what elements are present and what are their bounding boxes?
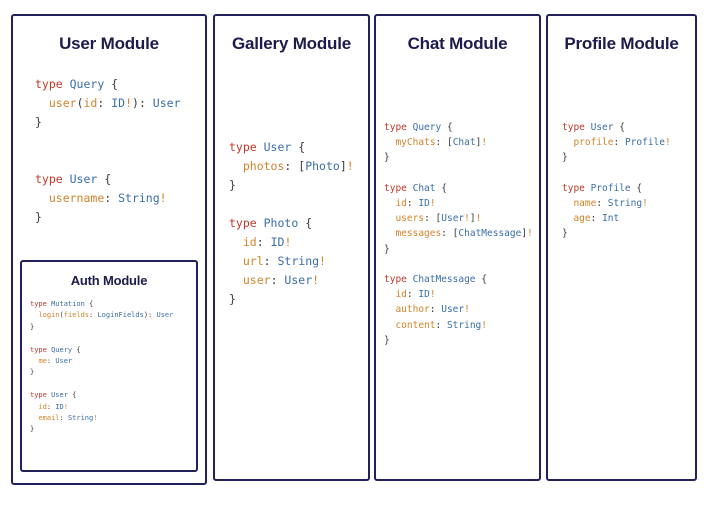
module-title-chat: Chat Module [407, 34, 508, 53]
code-line: author: User! [395, 304, 470, 316]
code-line: type User { [562, 122, 625, 133]
schema-code-user: type Query { user(id: ID!): User} type U… [13, 54, 205, 227]
schema-code-chat: type Query { myChats: [Chat]!} type Chat… [376, 54, 539, 348]
code-line [562, 166, 695, 181]
code-line: age: Int [573, 213, 620, 225]
code-line: type Query { [30, 345, 81, 354]
code-line [384, 166, 539, 181]
code-line: id: ID! [395, 289, 436, 301]
code-line: } [562, 152, 568, 164]
code-line: } [384, 152, 390, 164]
code-line: login(fields: LoginFields): User [38, 311, 174, 320]
code-line: content: String! [395, 319, 488, 331]
code-line: type User { [229, 140, 306, 154]
code-line [30, 333, 196, 344]
code-line: } [30, 425, 35, 434]
code-line: } [35, 115, 42, 129]
module-panel-gallery: Gallery Module type User { photos: [Phot… [213, 14, 370, 481]
module-title-user: User Module [59, 34, 159, 53]
code-line: type Profile { [562, 182, 643, 194]
code-line: messages: [ChatMessage]! [395, 228, 533, 240]
code-line: type ChatMessage { [384, 274, 487, 286]
code-line: type User { [35, 172, 112, 186]
code-line: type Photo { [229, 216, 313, 230]
module-title-profile: Profile Module [564, 34, 679, 53]
module-panel-profile: Profile Module type User { profile: Prof… [546, 14, 697, 481]
code-line: type Query { [35, 77, 119, 91]
code-line [35, 151, 205, 170]
code-line: type Mutation { [30, 300, 94, 308]
schema-code-gallery: type User { photos: [Photo]!} type Photo… [215, 54, 368, 309]
code-line: } [384, 243, 390, 255]
code-line: id: ID! [38, 402, 68, 411]
code-line: profile: Profile! [573, 137, 671, 149]
code-line: users: [User!]! [395, 213, 482, 225]
module-title-auth: Auth Module [70, 273, 148, 288]
code-line: email: String! [38, 414, 98, 423]
code-line: url: String! [242, 254, 326, 268]
module-title-gallery: Gallery Module [231, 34, 352, 53]
code-line: } [30, 322, 35, 331]
code-line: name: String! [573, 198, 648, 210]
code-line: photos: [Photo]! [242, 159, 354, 173]
module-panel-chat: Chat Module type Query { myChats: [Chat]… [374, 14, 541, 481]
schema-code-auth: type Mutation { login(fields: LoginField… [22, 288, 196, 436]
code-line [229, 195, 368, 214]
code-line: user(id: ID!): User [48, 96, 181, 110]
code-line: type Chat { [384, 182, 447, 194]
code-line: user: User! [242, 273, 320, 287]
code-line: } [384, 334, 390, 346]
code-line: me: User [38, 357, 73, 366]
code-line: } [229, 178, 236, 192]
module-panel-user: User Module type Query { user(id: ID!): … [11, 14, 207, 485]
code-line: } [35, 210, 42, 224]
code-line [35, 132, 205, 151]
code-line: id: ID! [242, 235, 292, 249]
code-line: type Query { [384, 122, 453, 133]
module-panel-auth: Auth Module type Mutation { login(fields… [20, 260, 198, 472]
code-line: } [562, 228, 568, 240]
code-line: type User { [30, 391, 77, 400]
code-line: username: String! [48, 191, 167, 205]
code-line: id: ID! [395, 198, 436, 210]
schema-code-profile: type User { profile: Profile!} type Prof… [548, 54, 695, 242]
code-line: } [30, 368, 35, 377]
code-line [30, 379, 196, 390]
code-line: myChats: [Chat]! [395, 137, 488, 149]
code-line [384, 257, 539, 272]
code-line: } [229, 292, 236, 306]
